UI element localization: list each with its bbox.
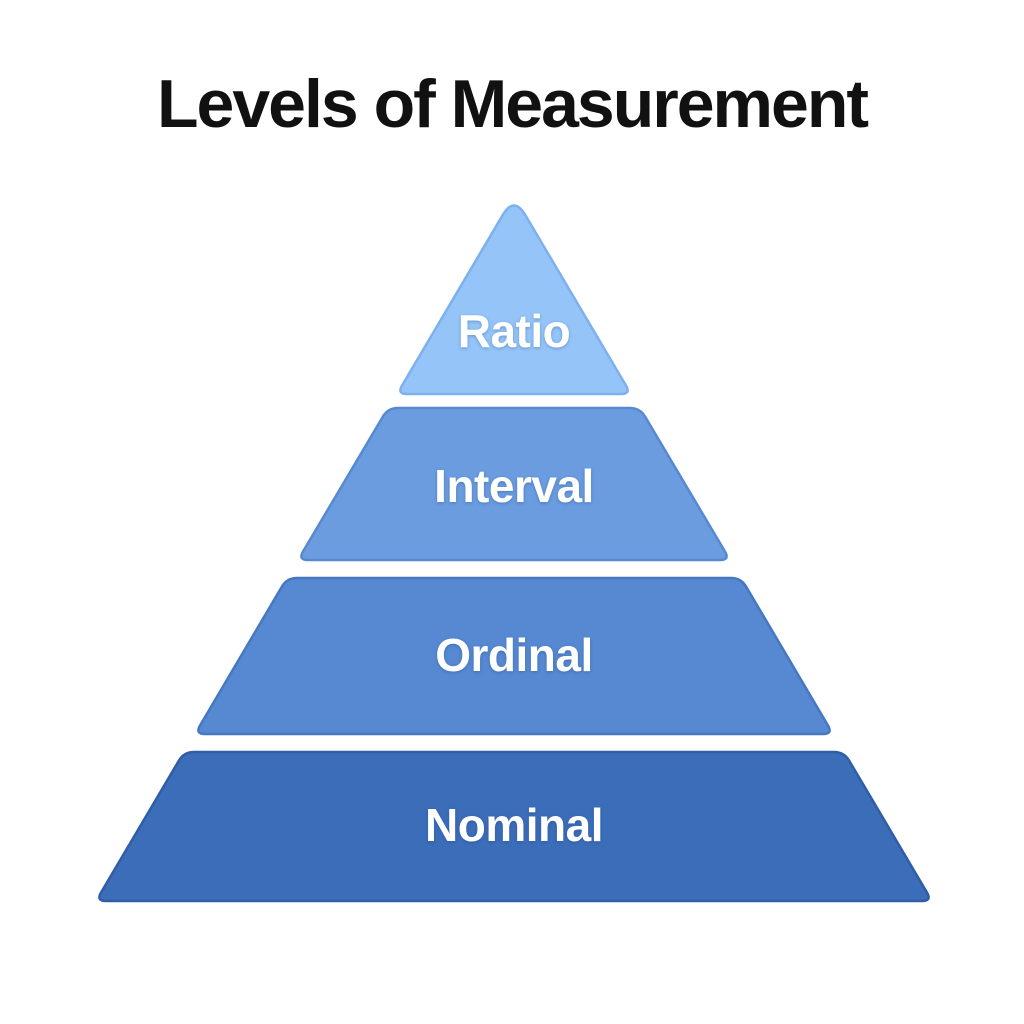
pyramid-label-interval: Interval xyxy=(434,460,594,512)
page-title: Levels of Measurement xyxy=(156,66,869,142)
pyramid-level-ordinal xyxy=(197,576,831,736)
pyramid-label-ordinal: Ordinal xyxy=(435,629,593,681)
pyramid-level-ratio xyxy=(399,204,629,396)
pyramid-label-ratio: Ratio xyxy=(457,305,571,357)
pyramid-level-interval xyxy=(300,406,728,562)
pyramid-label-nominal: Nominal xyxy=(425,799,603,851)
pyramid-level-nominal xyxy=(98,750,930,903)
